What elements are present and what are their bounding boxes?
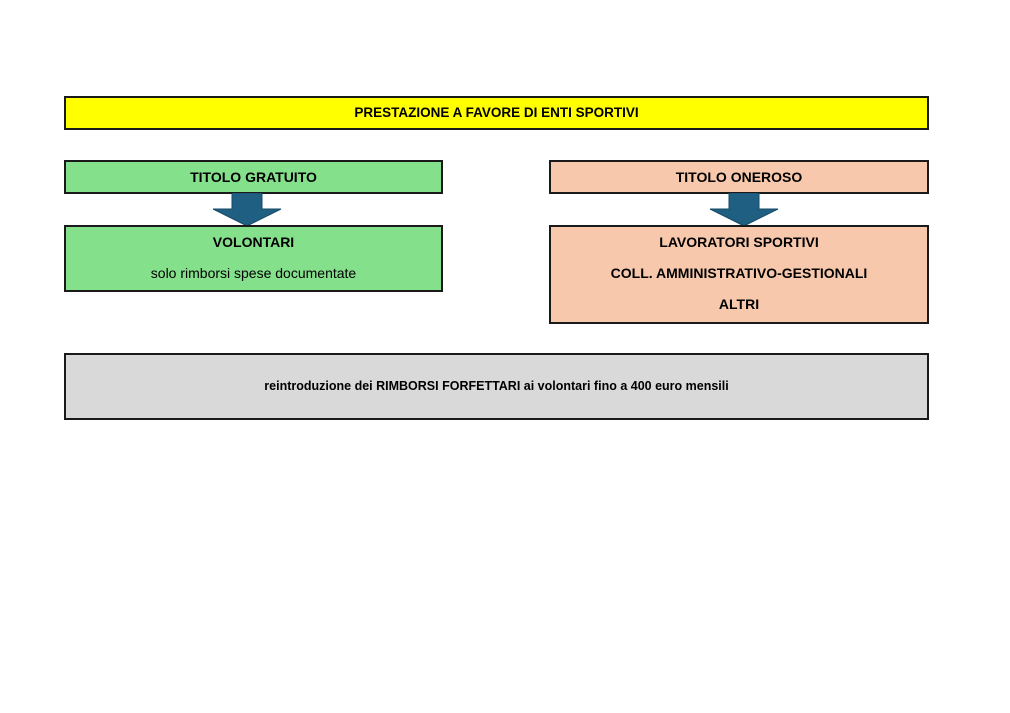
lavoratori-box: LAVORATORI SPORTIVI COLL. AMMINISTRATIVO… — [549, 225, 929, 324]
altri-label: ALTRI — [718, 296, 760, 312]
down-arrow-icon-right — [709, 193, 779, 227]
volontari-box: VOLONTARI solo rimborsi spese documentat… — [64, 225, 443, 292]
volontari-label: VOLONTARI — [212, 234, 295, 250]
lavoratori-sportivi-label: LAVORATORI SPORTIVI — [659, 234, 819, 250]
note-box: reintroduzione dei RIMBORSI FORFETTARI a… — [64, 353, 929, 420]
titolo-gratuito-label: TITOLO GRATUITO — [190, 169, 317, 185]
titolo-oneroso-box: TITOLO ONEROSO — [549, 160, 929, 194]
note-text: reintroduzione dei RIMBORSI FORFETTARI a… — [264, 379, 729, 393]
title-box: PRESTAZIONE A FAVORE DI ENTI SPORTIVI — [64, 96, 929, 130]
titolo-oneroso-label: TITOLO ONEROSO — [675, 169, 803, 185]
title-text: PRESTAZIONE A FAVORE DI ENTI SPORTIVI — [354, 105, 639, 120]
coll-amministrativo-label: COLL. AMMINISTRATIVO-GESTIONALI — [610, 265, 868, 281]
down-arrow-icon-left — [212, 193, 282, 227]
titolo-gratuito-box: TITOLO GRATUITO — [64, 160, 443, 194]
rimborsi-spese-text: solo rimborsi spese documentate — [150, 265, 357, 281]
